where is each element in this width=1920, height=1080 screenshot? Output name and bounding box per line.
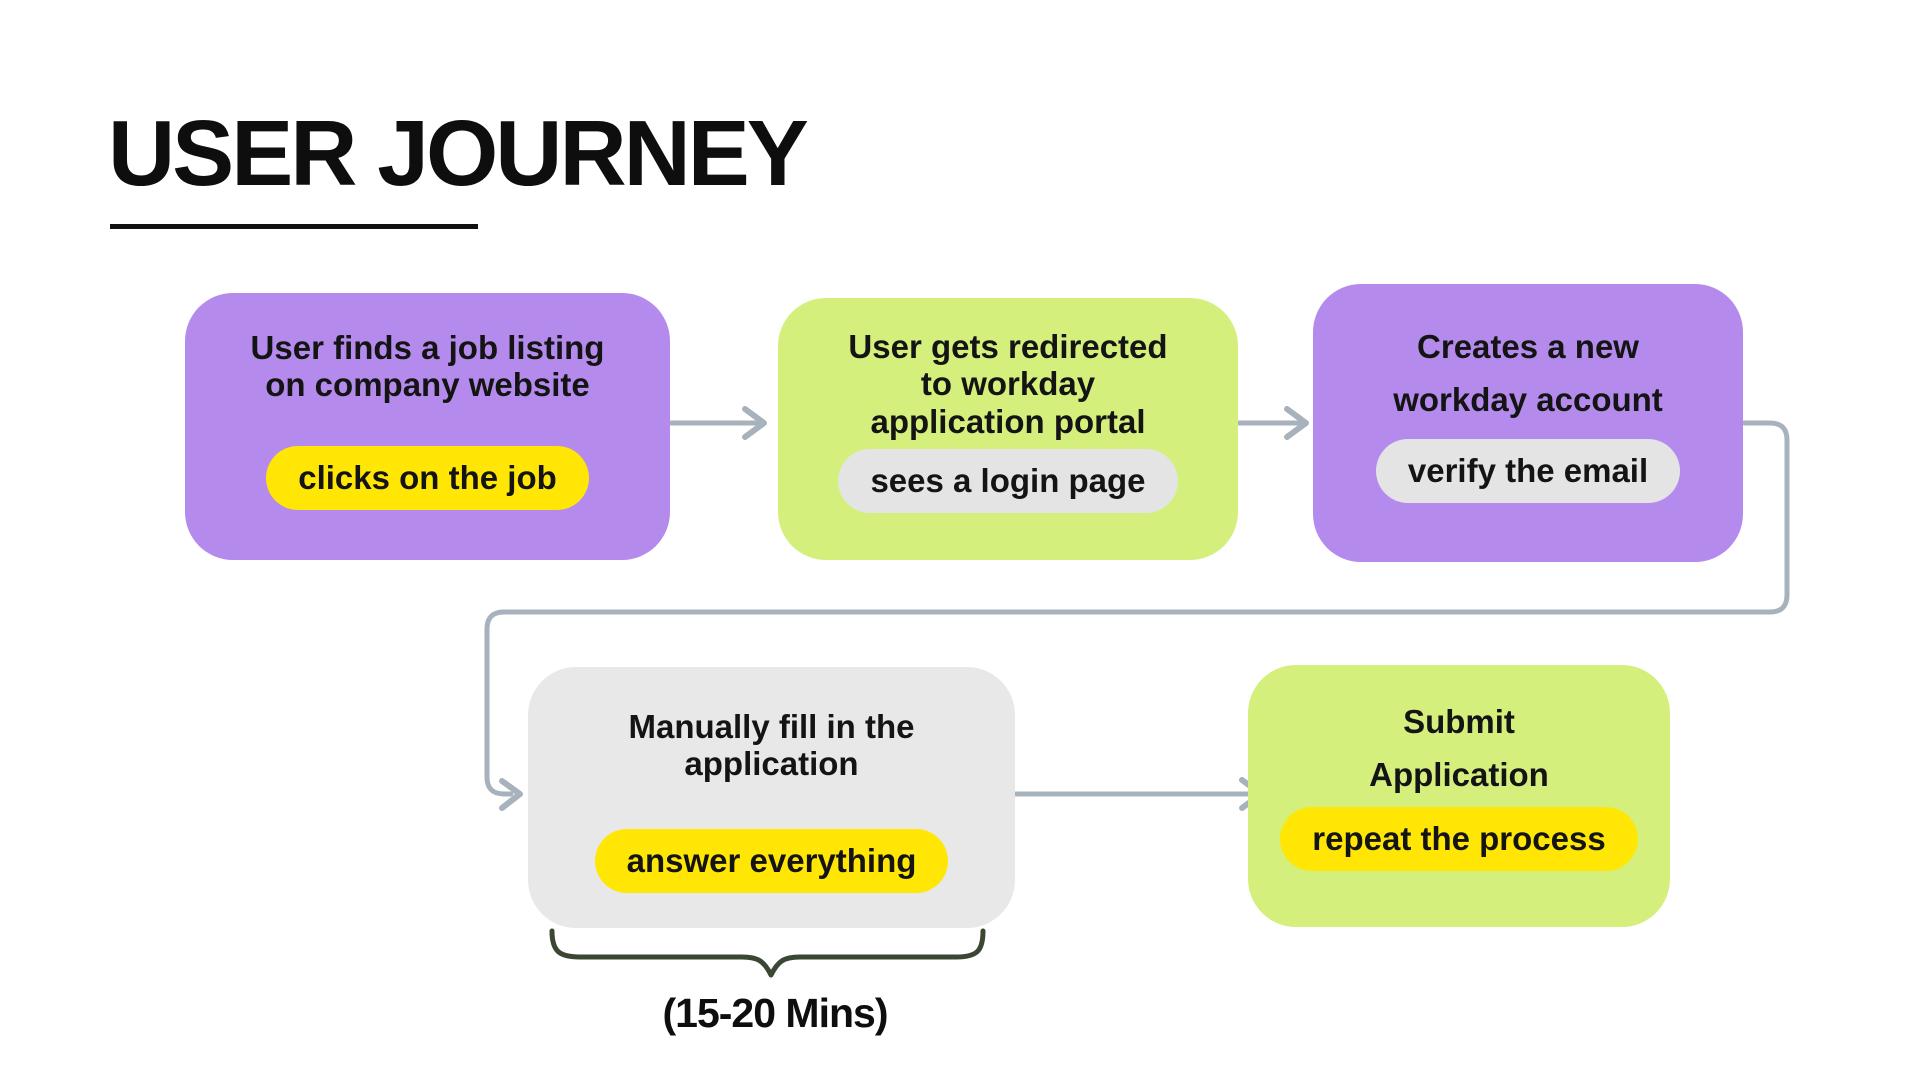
page-title: USER JOURNEY	[108, 101, 809, 205]
tag-sees-login-page: sees a login page	[838, 448, 1178, 513]
title-underline	[110, 224, 478, 229]
card-submit-application: Submit Application repeat the process	[1248, 665, 1670, 927]
tag-clicks-on-the-job: clicks on the job	[266, 445, 589, 510]
tag-answer-everything: answer everything	[594, 828, 949, 893]
arrow-step1-to-step2	[668, 406, 767, 440]
arrow-step4-to-step5	[1013, 777, 1264, 811]
card-submit-application-text: Submit Application	[1369, 703, 1549, 794]
duration-label: (15-20 Mins)	[662, 990, 889, 1036]
card-fill-application-text: Manually fill in the application	[628, 708, 915, 783]
card-create-account-text: Creates a new workday account	[1393, 328, 1663, 419]
card-find-job: User finds a job listing on company webs…	[185, 293, 670, 560]
duration-brace-icon	[549, 928, 986, 978]
card-find-job-text: User finds a job listing on company webs…	[250, 329, 605, 404]
card-fill-application: Manually fill in the application answer …	[528, 667, 1015, 928]
card-create-account: Creates a new workday account verify the…	[1313, 284, 1743, 562]
card-redirect-portal: User gets redirected to workday applicat…	[778, 298, 1238, 560]
tag-repeat-process: repeat the process	[1280, 806, 1638, 871]
card-redirect-portal-text: User gets redirected to workday applicat…	[848, 328, 1168, 440]
arrow-step2-to-step3	[1236, 406, 1309, 440]
tag-verify-email: verify the email	[1375, 438, 1681, 503]
